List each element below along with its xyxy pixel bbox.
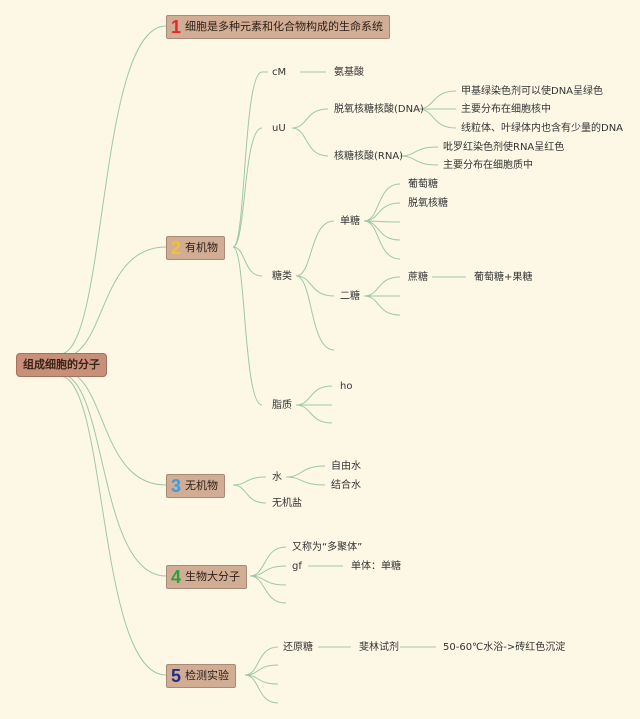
- branch-number-3: 3: [171, 476, 182, 496]
- root-to-branch-1: [59, 25, 167, 355]
- cm-node[interactable]: cM: [272, 67, 287, 78]
- amino-acid-node[interactable]: 氨基酸: [334, 67, 364, 78]
- reducing-sugar-node[interactable]: 还原糖: [283, 642, 313, 653]
- water-node[interactable]: 水: [272, 472, 282, 483]
- organic-to-sugar: [232, 246, 263, 277]
- water-to-bound: [285, 476, 326, 486]
- dna-item-1[interactable]: 甲基绿染色剂可以使DNA呈绿色: [461, 86, 604, 97]
- result-node[interactable]: 50-60℃水浴->砖红色沉淀: [443, 642, 566, 653]
- rna-node[interactable]: 核糖核酸(RNA): [334, 151, 404, 162]
- mono-to-item-1: [363, 183, 401, 222]
- dna-node[interactable]: 脱氧核糖核酸(DNA): [334, 104, 424, 115]
- organic-to-lipid: [232, 246, 263, 406]
- rna-to-item-2: [399, 155, 439, 166]
- branch-1-label: 细胞是多种元素和化合物构成的生命系统: [185, 20, 384, 33]
- branch-number-4: 4: [171, 567, 182, 587]
- sucrose-node[interactable]: 蔗糖: [408, 272, 428, 283]
- rna-item-1[interactable]: 吡罗红染色剂使RNA呈红色: [443, 142, 565, 153]
- sugar-to-empty: [295, 275, 335, 351]
- fehling-reagent-node[interactable]: 斐林试剂: [359, 642, 399, 653]
- glucose-fructose-node[interactable]: 葡萄糖+果糖: [474, 272, 533, 283]
- lipid-to-ho: [295, 385, 333, 406]
- root-label: 组成细胞的分子: [23, 358, 100, 371]
- di-to-item-3: [363, 295, 401, 316]
- root-node[interactable]: 组成细胞的分子: [16, 353, 107, 377]
- sugar-to-di: [295, 275, 335, 297]
- ho-node[interactable]: ho: [340, 381, 353, 392]
- dna-to-item-3: [417, 108, 457, 129]
- branch-2-label: 有机物: [185, 241, 219, 254]
- branch-number-1: 1: [171, 17, 182, 37]
- glucose-node[interactable]: 葡萄糖: [408, 179, 438, 190]
- dna-to-item-1: [417, 90, 457, 110]
- root-to-branch-2: [59, 246, 167, 359]
- organic-to-cm: [232, 71, 263, 248]
- root-to-branch-4: [59, 373, 167, 577]
- inorganic-salt-node[interactable]: 无机盐: [272, 498, 302, 509]
- inorganic-to-salt: [232, 484, 267, 504]
- branch-number-2: 2: [171, 238, 182, 258]
- macro-to-gf: [249, 565, 287, 577]
- deoxyribose-node[interactable]: 脱氧核糖: [408, 198, 448, 209]
- uu-to-dna: [291, 108, 329, 129]
- dna-item-2[interactable]: 主要分布在细胞核中: [461, 104, 551, 115]
- root-to-branch-5: [59, 375, 167, 676]
- mono-to-item-4: [363, 220, 401, 241]
- monomer-node[interactable]: 单体：单糖: [351, 561, 401, 572]
- exp-to-empty-1: [244, 664, 279, 676]
- polymer-alias-node[interactable]: 又称为“多聚体”: [292, 542, 363, 553]
- inorganic-to-water: [232, 476, 267, 486]
- monosaccharide-node[interactable]: 单糖: [340, 216, 360, 227]
- sugar-node[interactable]: 糖类: [272, 271, 292, 282]
- di-to-item-1: [363, 276, 401, 297]
- gf-node[interactable]: gf: [292, 561, 302, 572]
- exp-to-reducing: [244, 646, 279, 676]
- free-water-node[interactable]: 自由水: [331, 461, 361, 472]
- lipid-to-empty-2: [295, 404, 333, 424]
- bound-water-node[interactable]: 结合水: [331, 480, 361, 491]
- sugar-to-mono: [295, 220, 335, 277]
- branch-4-label: 生物大分子: [185, 570, 241, 583]
- dna-item-3[interactable]: 线粒体、叶绿体内也含有少量的DNA: [461, 123, 624, 134]
- lipid-node[interactable]: 脂质: [272, 400, 292, 411]
- macro-to-alias: [249, 546, 287, 577]
- uu-node[interactable]: uU: [272, 123, 286, 134]
- mono-to-item-5: [363, 220, 401, 260]
- rna-item-2[interactable]: 主要分布在细胞质中: [443, 160, 533, 171]
- rna-to-item-1: [399, 146, 439, 157]
- macro-to-empty-2: [249, 575, 287, 604]
- uu-to-rna: [291, 127, 329, 157]
- exp-to-empty-3: [244, 674, 279, 704]
- disaccharide-node[interactable]: 二糖: [340, 291, 360, 302]
- organic-to-uu: [232, 127, 263, 248]
- mono-to-item-2: [363, 202, 401, 222]
- branch-5-label: 检测实验: [185, 669, 230, 682]
- water-to-free: [285, 465, 326, 478]
- branch-number-5: 5: [171, 666, 182, 686]
- root-to-branch-3: [59, 369, 167, 486]
- branch-3-label: 无机物: [185, 479, 219, 492]
